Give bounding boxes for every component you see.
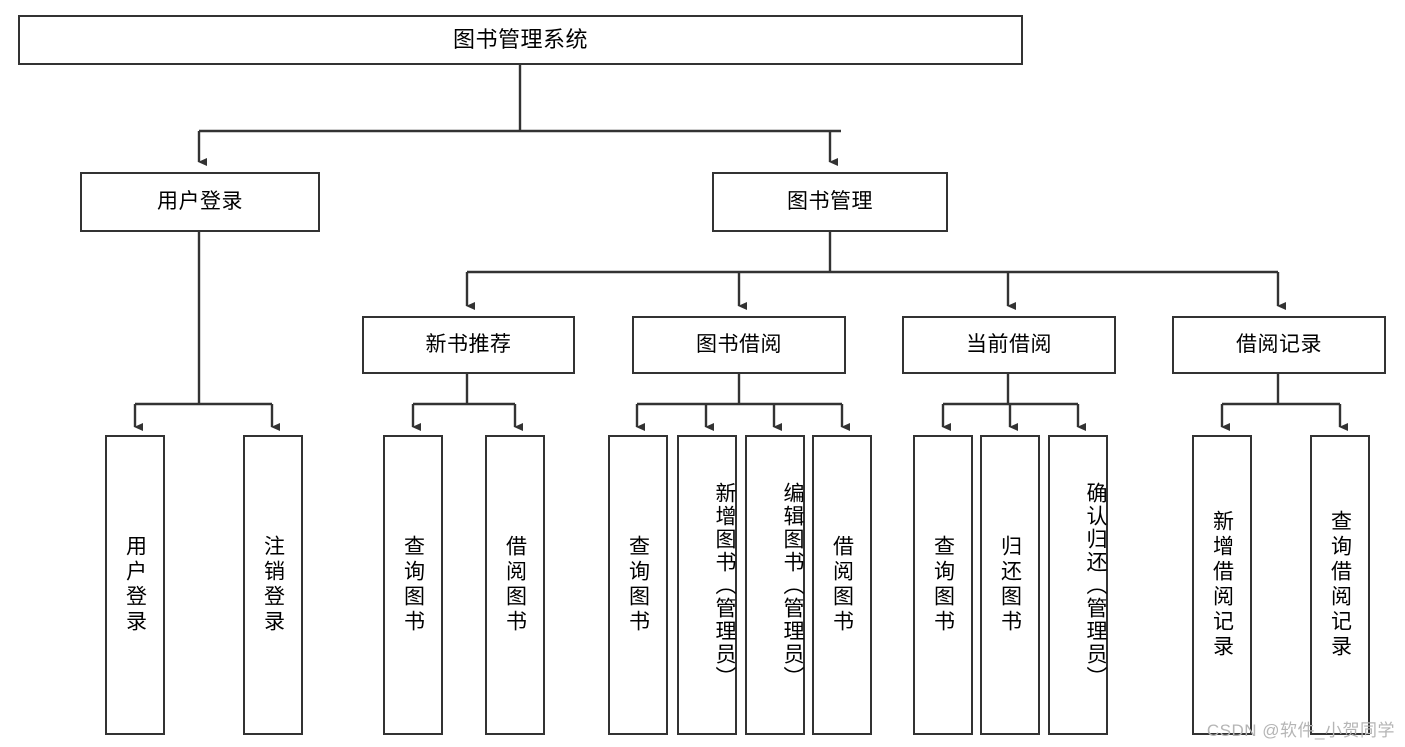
- node-new-book-recommendation[interactable]: 新书推荐: [362, 316, 575, 374]
- leaf-current-query-book[interactable]: 查询图书: [913, 435, 973, 735]
- node-book-management[interactable]: 图书管理: [712, 172, 948, 232]
- node-borrowing-record[interactable]: 借阅记录: [1172, 316, 1386, 374]
- node-label: 用户登录: [123, 535, 147, 635]
- node-label: 新增图书（管理员）: [713, 481, 736, 689]
- node-label: 用户登录: [157, 189, 243, 213]
- node-current-borrowing[interactable]: 当前借阅: [902, 316, 1116, 374]
- node-label: 注销登录: [261, 535, 285, 635]
- node-label: 查询图书: [401, 535, 425, 635]
- node-label: 借阅记录: [1236, 332, 1322, 356]
- leaf-current-return-book[interactable]: 归还图书: [980, 435, 1040, 735]
- node-label: 查询图书: [626, 535, 650, 635]
- node-label: 查询借阅记录: [1328, 510, 1352, 660]
- leaf-borrow-query-book[interactable]: 查询图书: [608, 435, 668, 735]
- leaf-record-query-borrow-record[interactable]: 查询借阅记录: [1310, 435, 1370, 735]
- leaf-record-add-borrow-record[interactable]: 新增借阅记录: [1192, 435, 1252, 735]
- node-label: 图书管理: [787, 189, 873, 213]
- node-label: 查询图书: [931, 535, 955, 635]
- leaf-user-login-signout[interactable]: 注销登录: [243, 435, 303, 735]
- node-root-book-management-system[interactable]: 图书管理系统: [18, 15, 1023, 65]
- leaf-new-book-query-book[interactable]: 查询图书: [383, 435, 443, 735]
- node-book-borrowing[interactable]: 图书借阅: [632, 316, 846, 374]
- node-label: 确认归还（管理员）: [1084, 481, 1107, 689]
- node-label: 图书借阅: [696, 332, 782, 356]
- leaf-borrow-borrow-book[interactable]: 借阅图书: [812, 435, 872, 735]
- leaf-current-confirm-return-admin[interactable]: 确认归还（管理员）: [1048, 435, 1108, 735]
- node-label: 当前借阅: [966, 332, 1052, 356]
- node-label: 图书管理系统: [452, 27, 588, 53]
- node-label: 借阅图书: [830, 535, 854, 635]
- node-user-login[interactable]: 用户登录: [80, 172, 320, 232]
- node-label: 新增借阅记录: [1210, 510, 1234, 660]
- leaf-borrow-edit-book-admin[interactable]: 编辑图书（管理员）: [745, 435, 805, 735]
- leaf-user-login-signin[interactable]: 用户登录: [105, 435, 165, 735]
- node-label: 归还图书: [998, 535, 1022, 635]
- node-label: 借阅图书: [503, 535, 527, 635]
- node-label: 编辑图书（管理员）: [781, 481, 804, 689]
- leaf-new-book-borrow-book[interactable]: 借阅图书: [485, 435, 545, 735]
- node-label: 新书推荐: [425, 332, 512, 356]
- leaf-borrow-add-book-admin[interactable]: 新增图书（管理员）: [677, 435, 737, 735]
- watermark-text: CSDN @软件_小贺同学: [1206, 721, 1395, 740]
